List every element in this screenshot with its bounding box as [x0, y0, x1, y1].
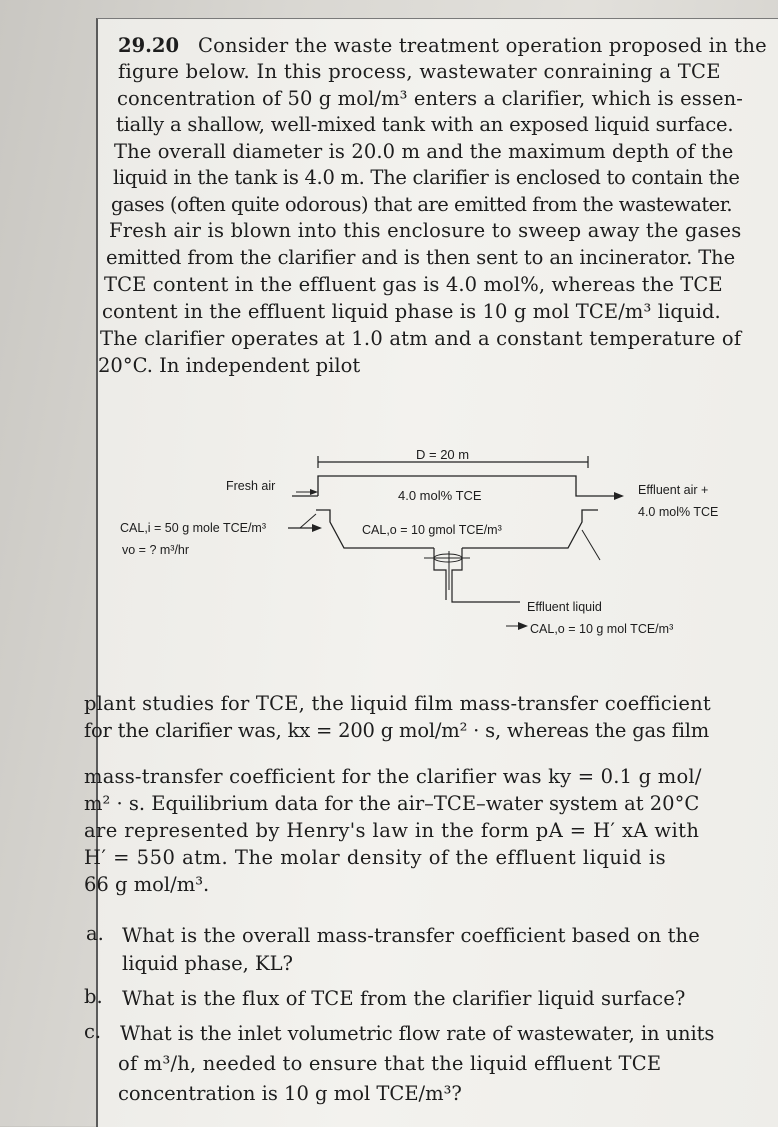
continuation-line: mass-transfer coefficient for the clarif…	[84, 765, 702, 788]
effluent-air-label-1: Effluent air +	[638, 483, 708, 497]
intro-line: Fresh air is blown into this enclosure t…	[109, 219, 742, 242]
textbook-page	[96, 18, 778, 1127]
problem-number: 29.20	[118, 34, 180, 57]
intro-line: The clarifier operates at 1.0 atm and a …	[100, 327, 742, 350]
question-c-line: What is the inlet volumetric flow rate o…	[120, 1022, 715, 1045]
intro-line: figure below. In this process, wastewate…	[118, 60, 721, 83]
question-c-line: concentration is 10 g mol TCE/m³?	[118, 1082, 462, 1105]
effluent-liquid-conc-label: CAL,o = 10 g mol TCE/m³	[530, 622, 673, 636]
question-b-line: What is the flux of TCE from the clarifi…	[122, 987, 686, 1010]
question-c-line: of m³/h, needed to ensure that the liqui…	[118, 1052, 662, 1075]
effluent-liquid-label: Effluent liquid	[527, 600, 602, 614]
continuation-line: m² · s. Equilibrium data for the air–TCE…	[84, 792, 700, 815]
continuation-line: are represented by Henry's law in the fo…	[84, 819, 700, 842]
tank-liquid-label: CAL,o = 10 gmol TCE/m³	[362, 523, 502, 537]
question-a-line: What is the overall mass-transfer coeffi…	[122, 924, 700, 947]
intro-line: TCE content in the effluent gas is 4.0 m…	[104, 273, 723, 296]
effluent-air-label-2: 4.0 mol% TCE	[638, 505, 718, 519]
question-c-letter: c.	[84, 1020, 102, 1043]
continuation-line: 66 g mol/m³.	[84, 873, 210, 896]
intro-line: tially a shallow, well-mixed tank with a…	[116, 113, 734, 136]
inlet-conc-label: CAL,i = 50 g mole TCE/m³	[120, 521, 266, 535]
intro-line: Consider the waste treatment operation p…	[198, 34, 767, 57]
intro-line: 20°C. In independent pilot	[98, 354, 361, 377]
continuation-line: for the clarifier was, kx = 200 g mol/m²…	[84, 719, 710, 742]
question-a-letter: a.	[86, 922, 104, 945]
question-a-line: liquid phase, KL?	[122, 952, 294, 975]
intro-line: emitted from the clarifier and is then s…	[106, 246, 736, 269]
intro-line: liquid in the tank is 4.0 m. The clarifi…	[113, 166, 740, 189]
continuation-line: H′ = 550 atm. The molar density of the e…	[84, 846, 667, 869]
gas-content-label: 4.0 mol% TCE	[398, 488, 482, 503]
diameter-label: D = 20 m	[416, 447, 469, 462]
fresh-air-label: Fresh air	[226, 479, 275, 493]
intro-line: concentration of 50 g mol/m³ enters a cl…	[117, 87, 743, 110]
intro-line: gases (often quite odorous) that are emi…	[111, 193, 733, 216]
question-b-letter: b.	[84, 985, 103, 1008]
intro-line: The overall diameter is 20.0 m and the m…	[114, 140, 734, 163]
continuation-line: plant studies for TCE, the liquid film m…	[84, 692, 711, 715]
intro-line: content in the effluent liquid phase is …	[102, 300, 721, 323]
clarifier-diagram: D = 20 m Fresh air Effluent air + 4.0 mo…	[120, 447, 718, 636]
inlet-flow-label: vo = ? m³/hr	[122, 543, 189, 557]
